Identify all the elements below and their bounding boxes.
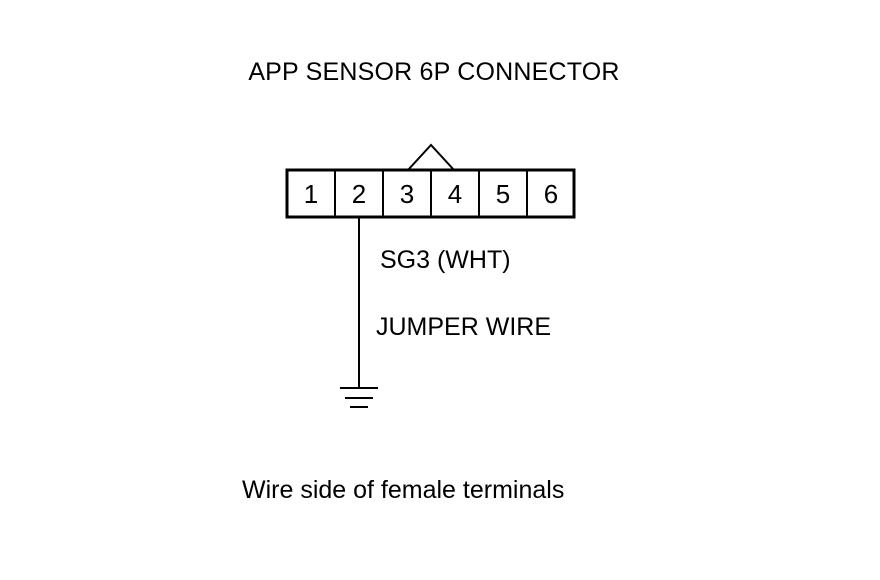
ground-icon xyxy=(340,387,378,408)
pin-2-label: 2 xyxy=(352,179,366,209)
diagram-caption: Wire side of female terminals xyxy=(242,476,565,504)
pin-1-label: 1 xyxy=(304,179,318,209)
pin-4-label: 4 xyxy=(448,179,462,209)
pin-6-label: 6 xyxy=(544,179,558,209)
pin-5-label: 5 xyxy=(496,179,510,209)
pin-3-label: 3 xyxy=(400,179,414,209)
connector-lock-tab xyxy=(407,143,455,171)
wire-color-label: SG3 (WHT) xyxy=(380,246,511,274)
jumper-wire-label: JUMPER WIRE xyxy=(376,313,551,341)
diagram-title: APP SENSOR 6P CONNECTOR xyxy=(248,58,620,86)
